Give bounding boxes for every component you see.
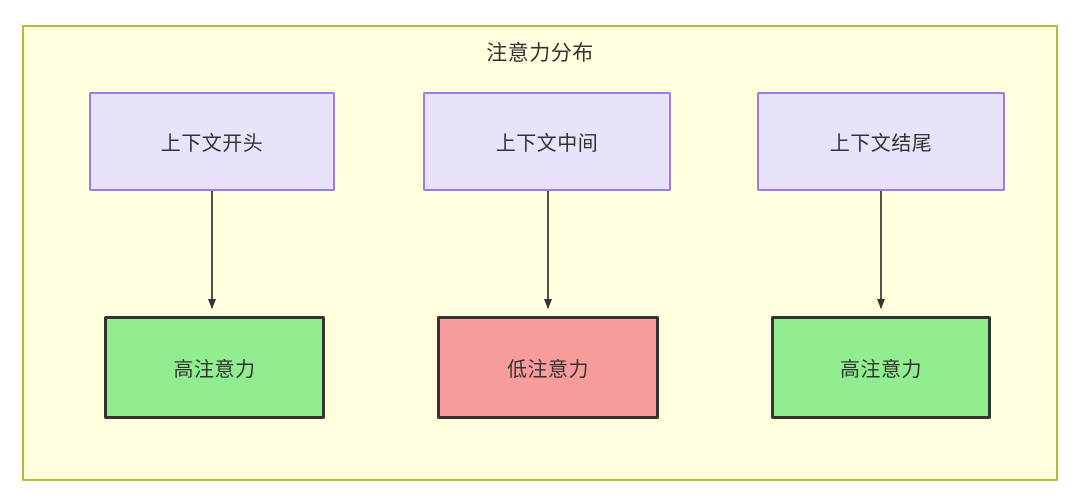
node-attn-low[interactable]: 低注意力 (437, 316, 659, 419)
node-ctx-end[interactable]: 上下文结尾 (757, 92, 1005, 191)
node-ctx-middle[interactable]: 上下文中间 (423, 92, 671, 191)
node-ctx-start[interactable]: 上下文开头 (89, 92, 335, 191)
node-attn-high-1-label: 高注意力 (173, 359, 256, 381)
node-ctx-start-label: 上下文开头 (160, 133, 264, 155)
node-attn-high-2[interactable]: 高注意力 (771, 316, 991, 419)
subgraph-title: 注意力分布 (486, 42, 594, 65)
node-ctx-middle-label: 上下文中间 (495, 133, 599, 155)
node-attn-high-2-label: 高注意力 (840, 359, 922, 381)
node-ctx-end-label: 上下文结尾 (829, 133, 933, 155)
node-attn-low-label: 低注意力 (507, 359, 589, 381)
node-attn-high-1[interactable]: 高注意力 (104, 316, 325, 419)
